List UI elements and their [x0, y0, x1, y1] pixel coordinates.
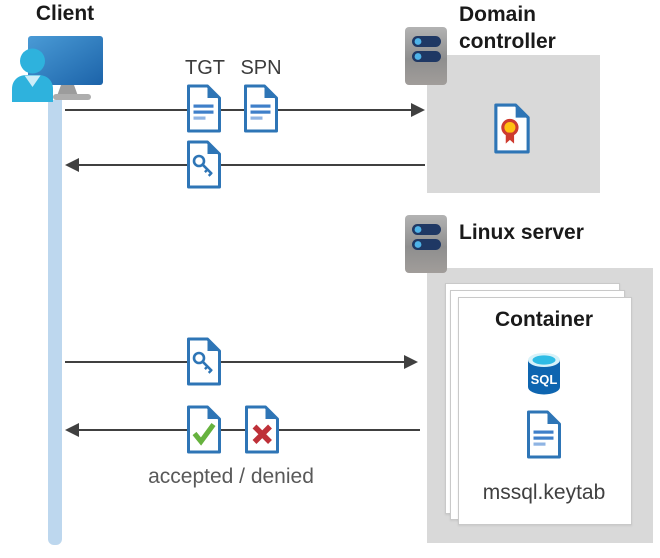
arrow-dc-to-client [79, 164, 425, 166]
denied-document-icon [245, 405, 279, 454]
spn-document-icon [244, 84, 278, 133]
keytab-document-icon [527, 410, 561, 459]
sql-database-icon: SQL [528, 353, 560, 395]
key-document-icon [187, 337, 221, 386]
linux-server-label: Linux server [459, 221, 584, 244]
arrowhead-right-icon [404, 355, 418, 369]
accepted-document-icon [187, 405, 221, 454]
client-workstation-icon [12, 36, 103, 102]
arrow-client-to-linux [65, 361, 404, 363]
tgt-label: TGT [185, 57, 225, 79]
result-caption: accepted / denied [148, 465, 314, 488]
certificate-icon [494, 103, 530, 154]
sql-icon-label: SQL [531, 372, 558, 387]
server-icon [405, 215, 447, 273]
spn-label: SPN [240, 57, 282, 79]
arrow-client-to-dc [65, 109, 411, 111]
server-icon [405, 27, 447, 85]
container-label: Container [494, 308, 593, 331]
client-label: Client [35, 2, 95, 25]
arrowhead-left-icon [65, 158, 79, 172]
key-document-icon [187, 140, 221, 189]
client-lifeline [48, 100, 62, 545]
arrowhead-left-icon [65, 423, 79, 437]
arrowhead-right-icon [411, 103, 425, 117]
domain-controller-label: Domain controller [459, 3, 556, 53]
tgt-document-icon [187, 84, 221, 133]
keytab-label: mssql.keytab [482, 481, 606, 504]
